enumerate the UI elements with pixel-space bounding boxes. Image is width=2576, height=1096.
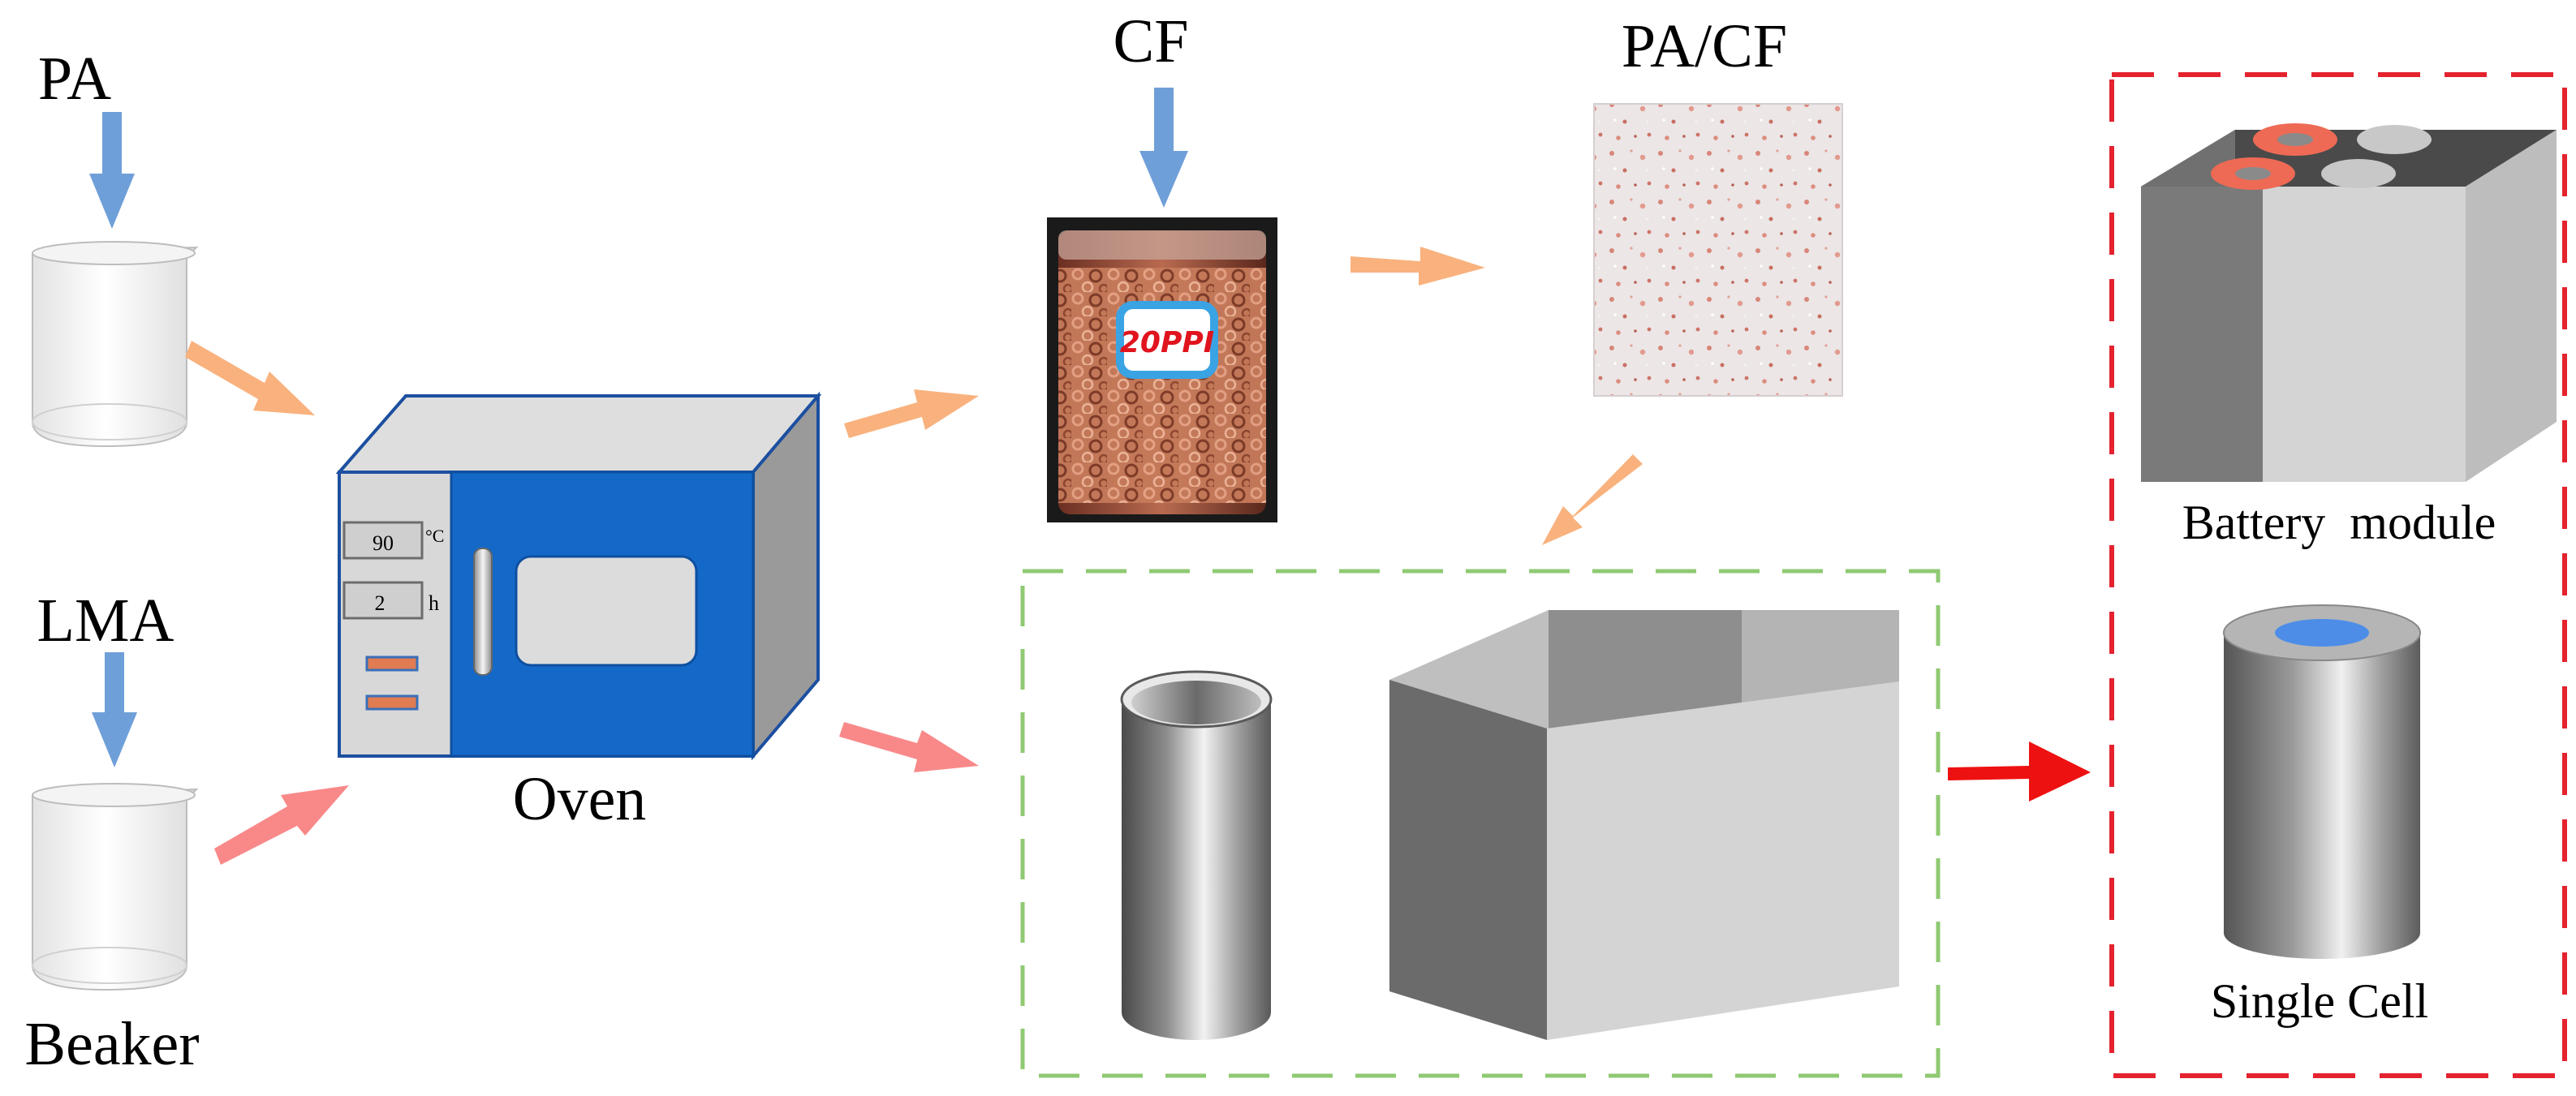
open-box-icon [1389, 610, 1899, 1040]
tube-icon [1120, 670, 1273, 1040]
blue-arrow-icon [89, 112, 135, 229]
single-cell-label: Single Cell [2211, 974, 2428, 1028]
pink-arrow-icon [839, 722, 979, 772]
product-shapes-box [1020, 569, 1941, 1078]
beaker-icon [32, 241, 199, 448]
red-arrow-icon [1948, 741, 2091, 802]
time-unit: h [429, 591, 439, 615]
orange-arrow-icon [1542, 454, 1643, 545]
temperature-unit: °C [425, 526, 444, 546]
composite-sample-image [1593, 103, 1843, 397]
orange-arrow-icon [1350, 247, 1485, 286]
applications-box [2109, 72, 2567, 1078]
pa-label: PA [38, 45, 111, 113]
time-value: 2 [375, 591, 386, 615]
pink-arrow-icon [214, 785, 349, 865]
beaker-icon [32, 783, 199, 991]
beaker-label: Beaker [24, 1010, 199, 1078]
orange-arrow-icon [185, 341, 315, 415]
pa-cf-label: PA/CF [1622, 12, 1787, 80]
temperature-value: 90 [373, 531, 394, 555]
battery-module-icon [2141, 123, 2557, 482]
battery-module-label: Battery module [2182, 496, 2496, 549]
foam-jar-image [1047, 217, 1277, 522]
lma-label: LMA [37, 587, 174, 655]
oven-icon [335, 391, 822, 761]
blue-arrow-icon [1139, 88, 1188, 208]
cf-label: CF [1114, 7, 1189, 75]
orange-arrow-icon [844, 389, 979, 438]
oven-label: Oven [513, 765, 647, 833]
blue-arrow-icon [92, 652, 137, 767]
single-cell-icon [2223, 604, 2421, 959]
jar-label: 20PPI [1120, 326, 1214, 359]
